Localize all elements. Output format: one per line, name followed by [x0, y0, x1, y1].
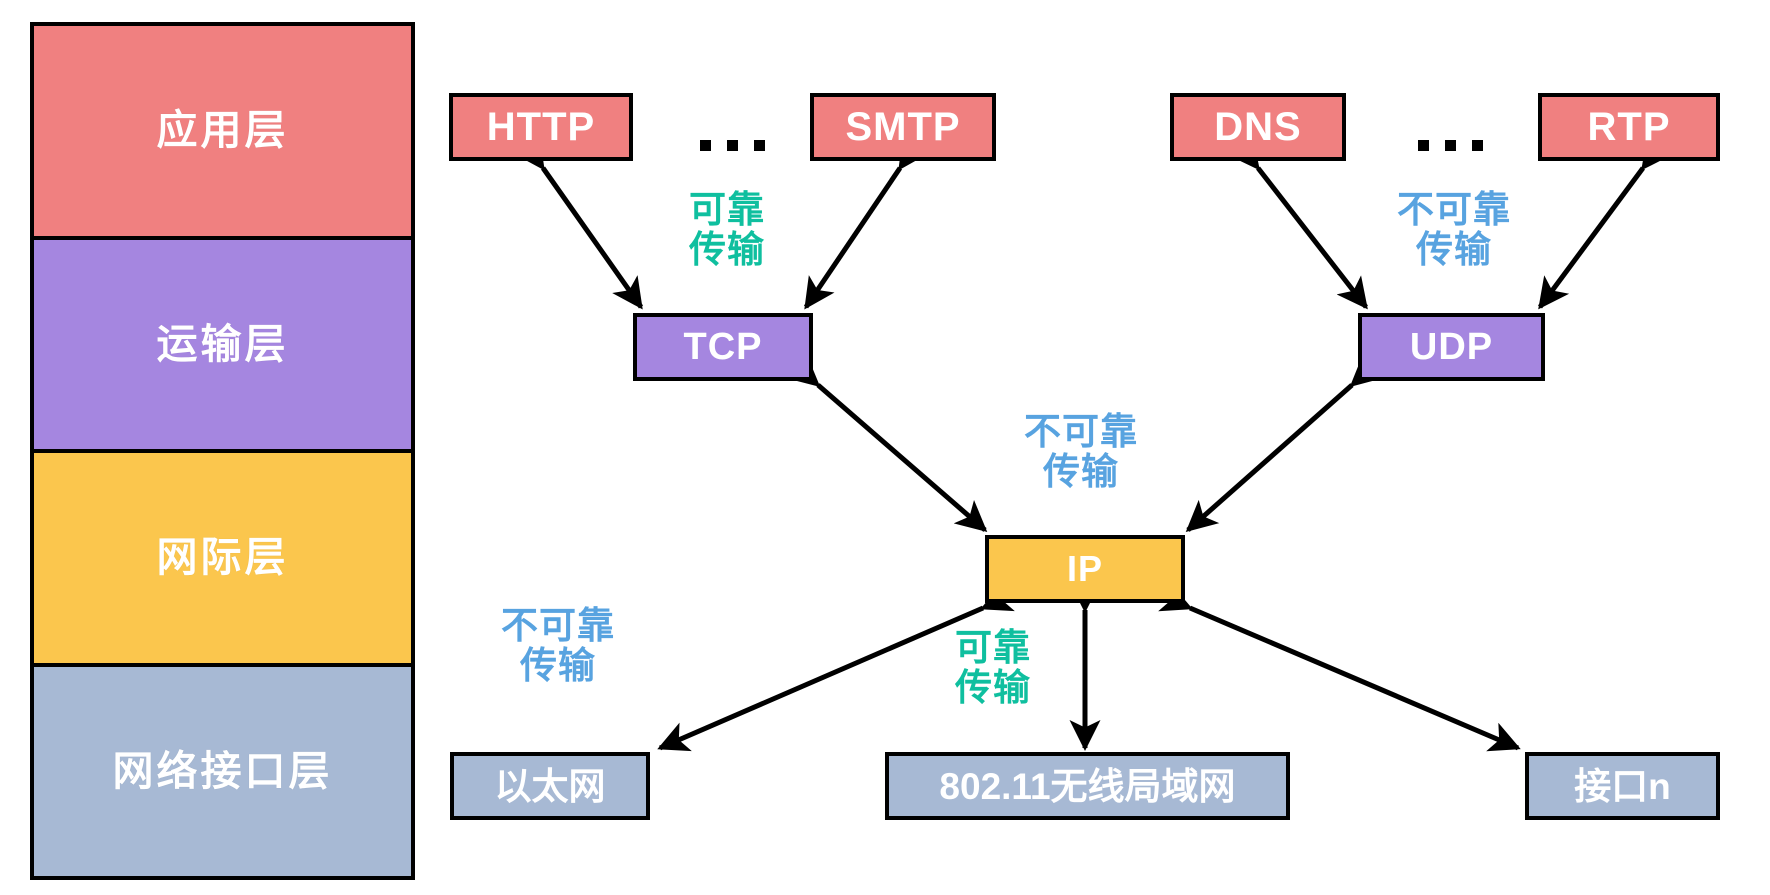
protocol-stack: 应用层 运输层 网际层 网络接口层 [30, 22, 415, 880]
node-udp[interactable]: UDP [1358, 313, 1545, 381]
arrow-tcp-ip [786, 354, 988, 532]
edge-label-udp-unreliable: 不可靠 传输 [1374, 190, 1534, 270]
edge-label-wlan-reliable: 可靠 传输 [923, 628, 1063, 708]
stack-layer-internet: 网际层 [34, 453, 411, 667]
arrow-ip-interface-n [1158, 582, 1521, 752]
edge-label-ip-unreliable: 不可靠 传输 [1001, 412, 1161, 492]
arrow-rtp-udp [1537, 136, 1673, 310]
node-ethernet[interactable]: 以太网 [450, 752, 650, 820]
arrow-udp-ip [1185, 354, 1384, 532]
edge-label-ethernet-unreliable-line2: 传输 [520, 644, 596, 686]
stack-layer-network-interface-label: 网络接口层 [112, 747, 333, 794]
node-smtp-label: SMTP [845, 105, 961, 149]
stack-layer-transport-label: 运输层 [156, 320, 289, 367]
stack-layer-transport: 运输层 [34, 239, 411, 453]
node-tcp[interactable]: TCP [633, 313, 813, 381]
stack-layer-network-interface: 网络接口层 [34, 666, 411, 876]
edge-label-ethernet-unreliable-line1: 不可靠 [501, 605, 615, 646]
node-wlan-label: 802.11无线局域网 [939, 765, 1236, 807]
edge-label-udp-unreliable-line2: 传输 [1416, 228, 1492, 270]
edge-label-ip-unreliable-line1: 不可靠 [1024, 411, 1138, 452]
node-udp-label: UDP [1409, 326, 1494, 368]
node-dns[interactable]: DNS [1170, 93, 1346, 161]
ellipsis-dot [1418, 140, 1429, 151]
ellipsis-dot [727, 140, 738, 151]
arrow-http-tcp [514, 136, 644, 310]
node-wlan[interactable]: 802.11无线局域网 [885, 752, 1290, 820]
stack-layer-internet-label: 网际层 [156, 534, 289, 581]
edge-label-tcp-reliable: 可靠 传输 [657, 190, 797, 270]
ellipsis-dot [1472, 140, 1483, 151]
node-interface-n[interactable]: 接口n [1525, 752, 1720, 820]
ellipsis-dot [1445, 140, 1456, 151]
arrow-smtp-tcp [803, 136, 929, 310]
node-ip-label: IP [1066, 548, 1103, 589]
ellipsis-dot [700, 140, 711, 151]
edge-label-wlan-reliable-line2: 传输 [955, 666, 1031, 708]
edge-label-tcp-reliable-line1: 可靠 [689, 189, 765, 230]
edge-label-ip-unreliable-line2: 传输 [1043, 450, 1119, 492]
node-interface-n-label: 接口n [1574, 765, 1671, 807]
ellipsis-right [1418, 140, 1483, 151]
ellipsis-dot [754, 140, 765, 151]
stack-layer-application-label: 应用层 [156, 107, 289, 154]
edge-label-wlan-reliable-line1: 可靠 [955, 627, 1031, 668]
node-dns-label: DNS [1214, 105, 1302, 149]
node-http-label: HTTP [486, 105, 596, 149]
node-tcp-label: TCP [683, 326, 763, 368]
node-rtp-label: RTP [1587, 105, 1671, 149]
edge-label-tcp-reliable-line2: 传输 [689, 228, 765, 270]
stack-layer-application: 应用层 [34, 26, 411, 240]
node-rtp[interactable]: RTP [1538, 93, 1720, 161]
edge-label-udp-unreliable-line1: 不可靠 [1397, 189, 1511, 230]
node-http[interactable]: HTTP [449, 93, 633, 161]
node-ip[interactable]: IP [985, 535, 1185, 603]
edge-label-ethernet-unreliable: 不可靠 传输 [478, 606, 638, 686]
node-ethernet-label: 以太网 [494, 765, 606, 807]
arrow-dns-udp [1228, 136, 1368, 310]
ellipsis-left [700, 140, 765, 151]
node-smtp[interactable]: SMTP [810, 93, 996, 161]
